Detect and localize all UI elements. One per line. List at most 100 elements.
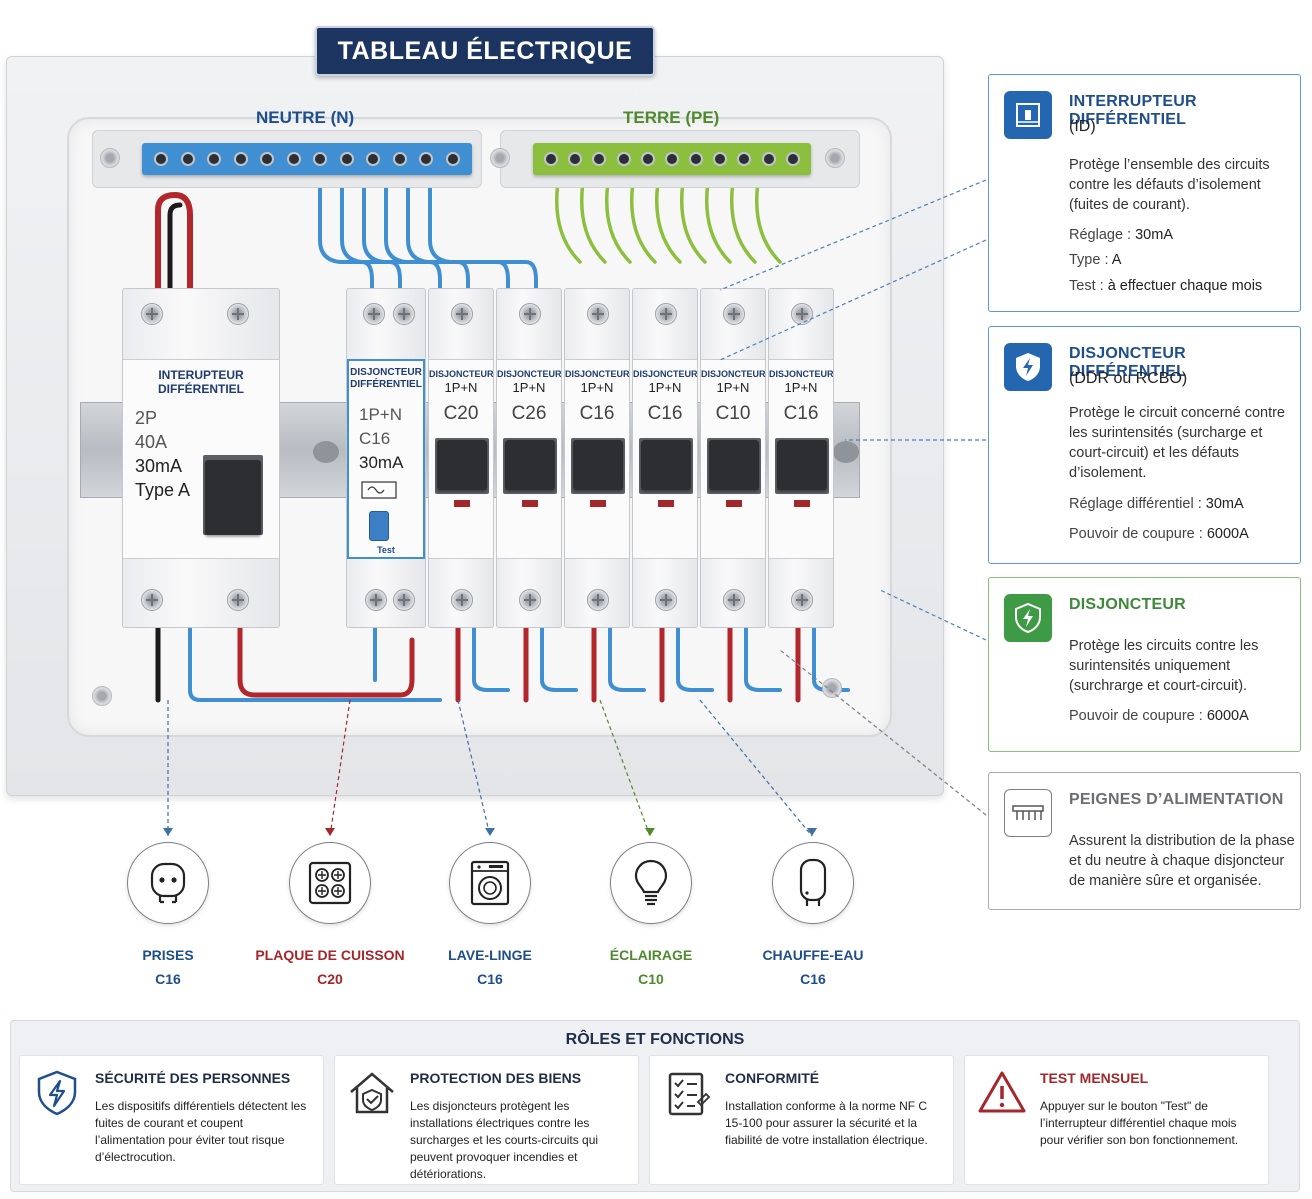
- card-comb-title: PEIGNES D’ALIMENTATION: [1069, 791, 1284, 808]
- card-row: Test : à effectuer chaque mois: [1069, 278, 1262, 294]
- terminal-screw: [655, 303, 677, 325]
- busbar-terminal: [339, 152, 354, 166]
- ddr-rating: C16: [359, 429, 391, 448]
- busbar-terminal: [392, 152, 407, 166]
- role-text: Installation conforme à la norme NF C 15…: [725, 1099, 928, 1147]
- breaker-toggle-lever[interactable]: [437, 440, 487, 490]
- id-sensitivity: 30mA: [135, 456, 183, 476]
- breaker-title: DISJONCTEUR: [429, 369, 494, 379]
- card-id: INTERRUPTEUR DIFFÉRENTIEL (ID) Protège l…: [988, 74, 1301, 312]
- trip-indicator: [726, 500, 742, 507]
- circuit-plaque: PLAQUE DE CUISSON C20: [250, 842, 410, 987]
- ddr-title-1: DISJONCTEUR: [350, 367, 422, 378]
- shield-bolt-icon: [1004, 343, 1052, 391]
- busbar-terminal: [366, 152, 381, 166]
- card-ddr-description: Protège le circuit concerné contre les s…: [1069, 405, 1285, 481]
- card-row: Pouvoir de coupure : 6000A: [1069, 526, 1249, 542]
- busbar-terminal: [592, 152, 607, 166]
- trip-indicator: [522, 500, 538, 507]
- circuit-rating: C16: [800, 971, 826, 987]
- breaker-out-neutral: [676, 626, 714, 692]
- card-row: Type : A: [1069, 252, 1121, 268]
- busbar-terminal: [713, 152, 728, 166]
- breaker-toggle-lever[interactable]: [505, 440, 555, 490]
- roles-title: RÔLES ET FONCTIONS: [565, 1031, 745, 1048]
- ac-symbol-icon: [361, 481, 397, 499]
- mount-hole: [100, 148, 120, 168]
- neutral-drop-wire: [318, 168, 374, 292]
- breaker-toggle-lever[interactable]: [777, 440, 827, 490]
- id-specs: 2P 40A 30mA Type A: [135, 406, 190, 502]
- breaker-out-neutral: [744, 626, 782, 692]
- terminal-screw: [227, 589, 249, 611]
- breaker-rating: C16: [647, 403, 683, 424]
- ddr-test-button[interactable]: [369, 511, 389, 541]
- circuit-rating: C16: [477, 971, 503, 987]
- id-current: 40A: [135, 432, 168, 452]
- card-id-row-value: à effectuer chaque mois: [1107, 278, 1263, 294]
- role-protection: PROTECTION DES BIENS Les disjoncteurs pr…: [334, 1055, 639, 1185]
- card-id-subtitle: (ID): [1069, 118, 1096, 135]
- socket-icon: [127, 842, 209, 924]
- card-breaker-row-value: 6000A: [1206, 708, 1249, 724]
- rail-slot: [833, 441, 859, 463]
- breaker-poles: 1P+N: [580, 380, 614, 395]
- house-shield-icon: [350, 1072, 394, 1114]
- mount-hole: [490, 148, 510, 168]
- washing-machine-icon: [449, 842, 531, 924]
- breaker-toggle-lever[interactable]: [709, 440, 759, 490]
- role-test: TEST MENSUEL Appuyer sur le bouton "Test…: [964, 1055, 1269, 1185]
- busbar-terminal: [233, 152, 248, 166]
- role-conformite: CONFORMITÉ Installation conforme à la no…: [649, 1055, 954, 1185]
- role-securite: SÉCURITÉ DES PERSONNES Les dispositifs d…: [19, 1055, 324, 1185]
- circuit-arrow: [163, 828, 173, 836]
- circuit-name: CHAUFFE-EAU: [762, 947, 864, 963]
- terminal-screw: [365, 589, 387, 611]
- card-ddr-row-value: 6000A: [1206, 526, 1249, 542]
- card-ddr-title: DISJONCTEUR DIFFÉRENTIEL: [1069, 345, 1187, 380]
- breaker-poles: 1P+N: [716, 380, 750, 395]
- feed-phase-wire: [155, 191, 193, 293]
- card-id-row-label: Réglage :: [1069, 227, 1132, 243]
- busbar-terminal: [544, 152, 559, 166]
- card-id-row-label: Test :: [1069, 278, 1104, 294]
- card-ddr-row-label: Pouvoir de coupure :: [1069, 526, 1203, 542]
- module-face: DISJONCTEUR DIFFÉRENTIEL 1P+N C16 30mA T…: [347, 359, 425, 559]
- circuit-arrow: [645, 828, 655, 836]
- shield-bolt-icon: [37, 1070, 77, 1116]
- card-row: Pouvoir de coupure : 6000A: [1069, 708, 1249, 724]
- breaker-rating: C16: [783, 403, 819, 424]
- id-toggle-lever[interactable]: [205, 460, 261, 535]
- busbar-terminal: [419, 152, 434, 166]
- breaker-toggle-lever[interactable]: [573, 440, 623, 490]
- breaker-toggle-lever[interactable]: [641, 440, 691, 490]
- circuit-name: LAVE-LINGE: [448, 947, 532, 963]
- card-ddr: DISJONCTEUR DIFFÉRENTIEL (DDR ou RCBO) P…: [988, 326, 1301, 564]
- trip-indicator: [658, 500, 674, 507]
- busbar-terminal: [689, 152, 704, 166]
- circuit-name: ÉCLAIRAGE: [609, 947, 693, 963]
- breaker-out-neutral: [540, 626, 578, 692]
- residual-current-switch: INTERUPTEUR DIFFÉRENTIEL 2P 40A 30mA Typ…: [122, 288, 280, 628]
- role-title: CONFORMITÉ: [725, 1070, 820, 1086]
- circuit-prises: PRISES C16: [88, 842, 248, 987]
- rcbo-breaker: DISJONCTEUR DIFFÉRENTIEL 1P+N C16 30mA T…: [346, 288, 426, 628]
- circuit-arrow: [485, 828, 495, 836]
- terminal-screw: [227, 303, 249, 325]
- busbar-terminal: [568, 152, 583, 166]
- ddr-test-label: Test: [377, 545, 395, 555]
- page-title: TABLEAU ÉLECTRIQUE: [315, 26, 655, 76]
- circuit-rating: C10: [638, 971, 664, 987]
- ddr-poles: 1P+N: [359, 405, 402, 424]
- card-row: Réglage différentiel : 30mA: [1069, 496, 1244, 512]
- mount-hole: [825, 148, 845, 168]
- terminal-screw: [519, 303, 541, 325]
- warning-icon: [978, 1071, 1026, 1113]
